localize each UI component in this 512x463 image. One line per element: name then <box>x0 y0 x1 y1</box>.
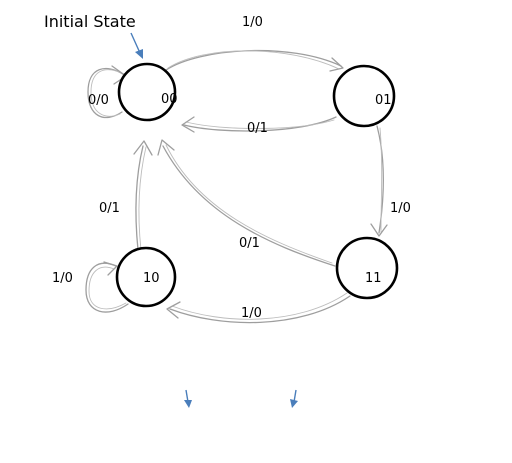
state-00-label: 00 <box>161 92 178 107</box>
stray-arrow-1 <box>184 389 192 408</box>
edge-10-to-00 <box>133 140 153 251</box>
stray-arrow-2 <box>290 389 298 408</box>
self-loop-10 <box>85 261 129 313</box>
state-10-label: 10 <box>143 271 160 286</box>
label-self-00: 0/0 <box>88 93 109 108</box>
label-00-01: 1/0 <box>242 15 263 30</box>
state-11-label: 11 <box>365 271 382 286</box>
label-10-00: 0/1 <box>99 201 120 216</box>
state-01[interactable]: 01 <box>332 64 396 128</box>
state-10[interactable]: 10 <box>115 246 177 308</box>
edge-01-to-11 <box>370 125 388 237</box>
label-11-00: 0/1 <box>239 236 260 251</box>
edge-01-to-00 <box>181 116 337 133</box>
edge-11-to-00 <box>157 139 336 267</box>
label-11-10: 1/0 <box>241 306 262 321</box>
edge-11-to-10 <box>166 292 351 324</box>
initial-state-label: Initial State <box>44 12 136 31</box>
label-self-10: 1/0 <box>52 271 73 286</box>
state-00[interactable]: 00 <box>117 62 178 122</box>
label-01-11: 1/0 <box>390 201 411 216</box>
edge-00-to-01 <box>165 49 344 72</box>
state-11[interactable]: 11 <box>335 236 399 300</box>
label-01-00: 0/1 <box>247 121 268 136</box>
state-01-label: 01 <box>375 93 392 108</box>
initial-state-arrow <box>130 32 143 59</box>
